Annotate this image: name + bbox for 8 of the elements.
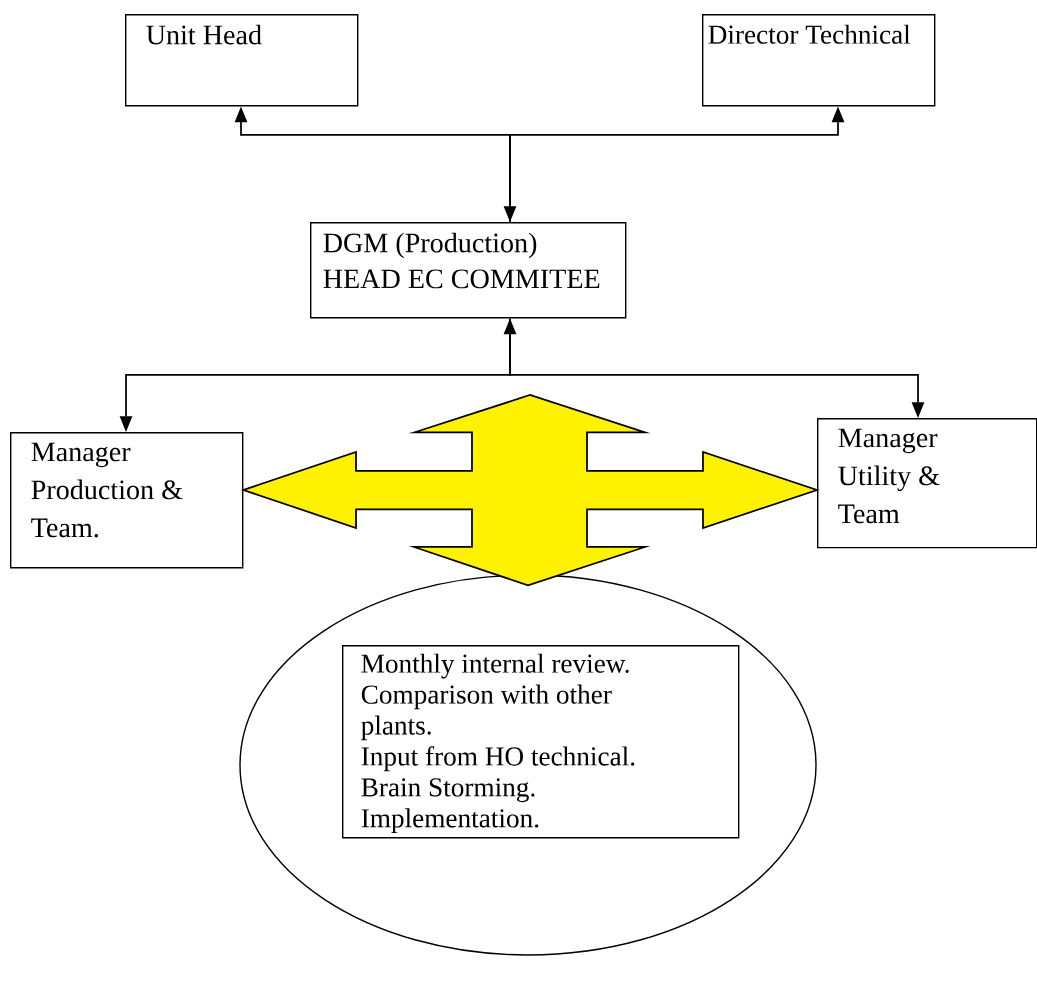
text-box: Monthly internal review. Comparison with other plants. Input from HO technical. Brain Storming. Implementation. [342, 645, 740, 839]
org-box: Unit Head [125, 14, 359, 107]
org-box: Director Technical [702, 14, 936, 107]
ellipse [239, 574, 817, 956]
org-box: Manager Production & Team. [10, 432, 244, 569]
org-box: Manager Utility & Team [817, 418, 1037, 549]
org-box: DGM (Production) HEAD EC COMMITEE [310, 222, 627, 319]
four-way-arrow [240, 394, 820, 587]
